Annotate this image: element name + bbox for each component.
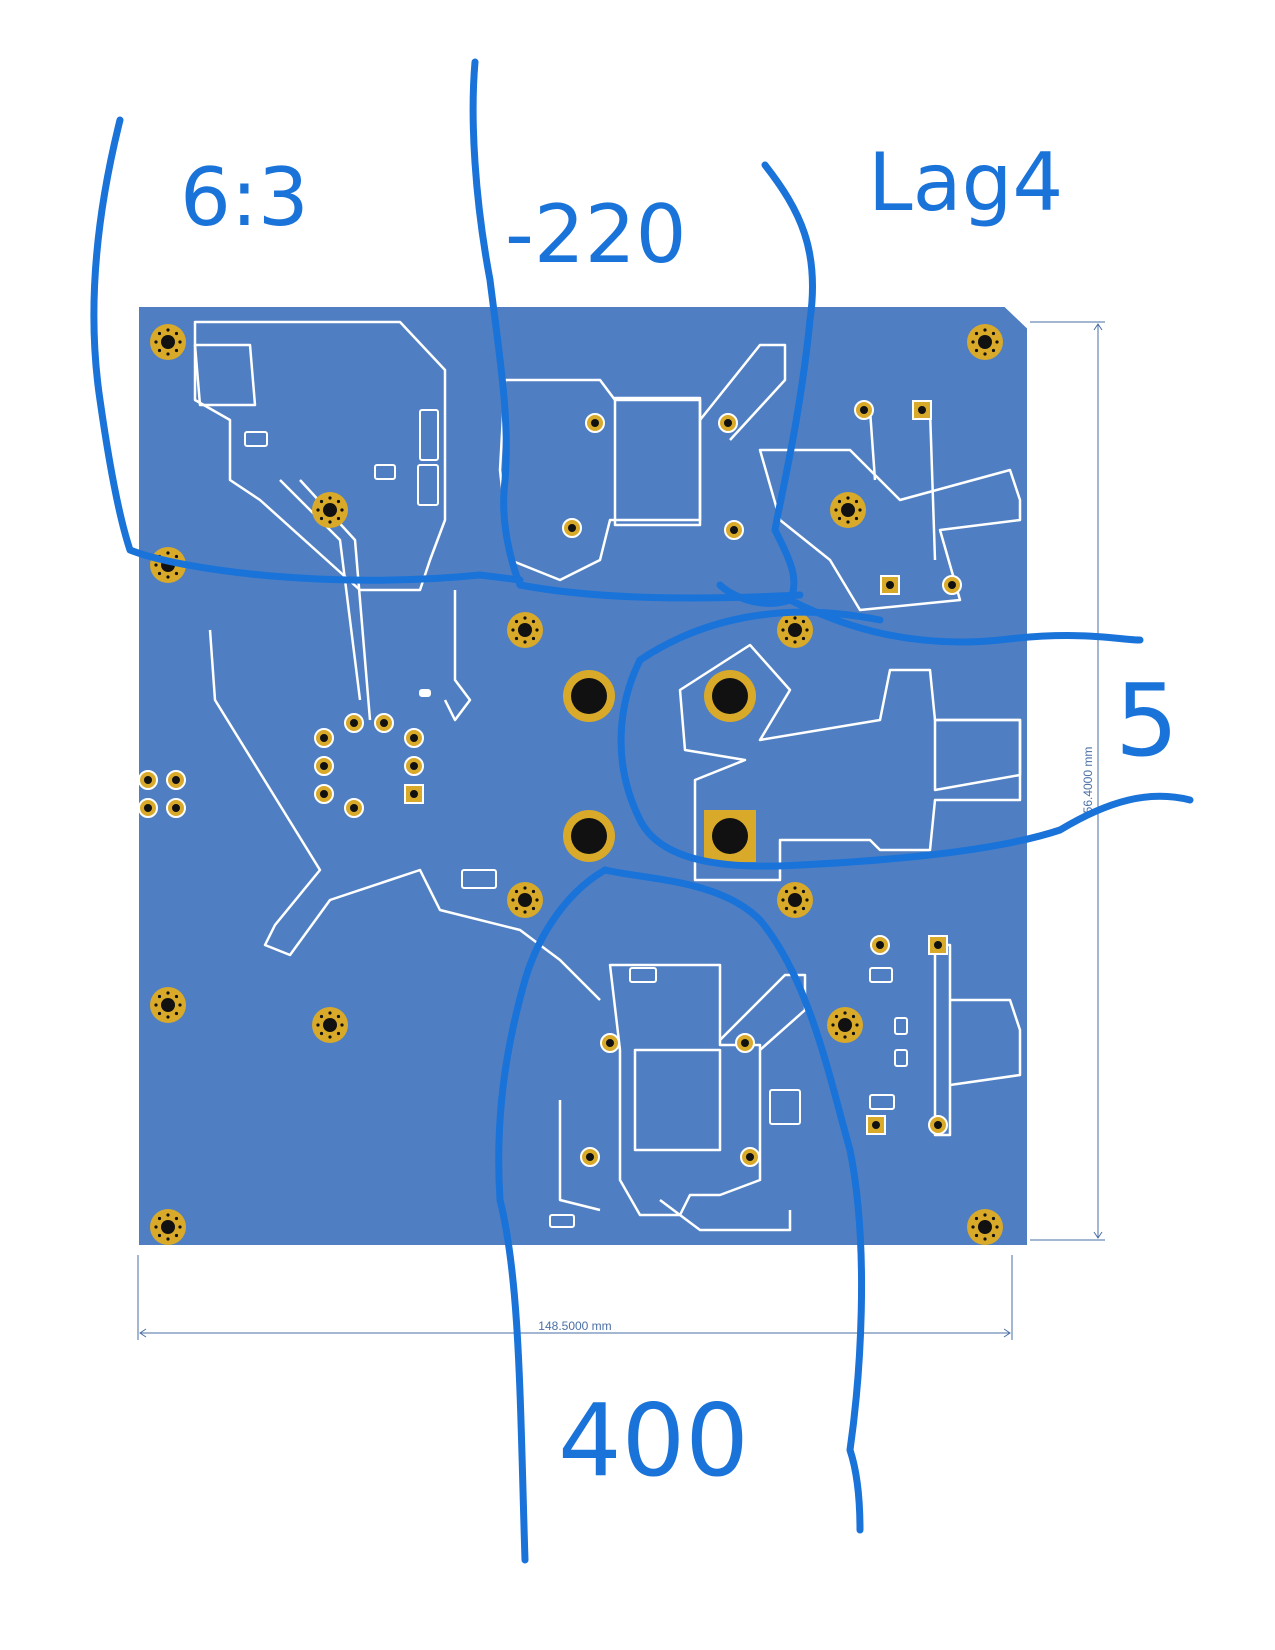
round-pad [404,728,424,748]
mounting-hole [312,492,348,528]
trace-connector-right [933,718,1022,792]
square-pad [404,784,424,804]
mounting-hole [150,324,186,360]
square-pad [880,575,900,595]
annotation-top-right: Lag4 [868,136,1063,229]
smd-pad [869,967,893,983]
round-pad [166,770,186,790]
terminal-hole [704,670,756,722]
smd-pads [244,409,908,1228]
square-pad [912,400,932,420]
smd-pad [419,689,431,697]
mounting-hole [150,1209,186,1245]
terminal-hole [563,810,615,862]
smd-pad [629,967,657,983]
trace-long-top [443,590,472,722]
mounting-hole [507,612,543,648]
round-pad [718,413,738,433]
round-pad [138,770,158,790]
mounting-holes [150,324,1003,1245]
divider-power-outline [617,608,1194,870]
trace-connector-bottom-right [949,998,1022,1087]
round-pad [374,713,394,733]
divider-bottom-left [495,866,609,1564]
round-pad [138,798,158,818]
mounting-hole [967,1209,1003,1245]
smd-pad [894,1017,908,1035]
terminal-square [704,810,756,862]
trace-diagonal-top [699,343,787,441]
divider-bottom-right [601,866,866,1534]
trace-trace-top-right [868,409,937,561]
smd-pad [769,1089,801,1125]
divider-left [90,116,524,584]
round-pad [942,575,962,595]
smd-pad [419,409,439,461]
mounting-hole [777,882,813,918]
round-pad [928,1115,948,1135]
trace-diagonal-bottom [719,973,807,1051]
annotation-right-middle: 5 [1115,662,1179,779]
handwritten-dividers [90,58,1194,1564]
annotation-top-center: -220 [505,188,687,281]
trace-ic-bottom [633,1048,722,1152]
square-pad [928,935,948,955]
divider-middle-right [786,596,1144,646]
smd-pad [374,464,396,480]
divider-top-right [716,161,816,607]
round-pad [740,1147,760,1167]
round-pad [166,798,186,818]
annotation-bottom: 400 [558,1382,749,1499]
divider-top-center [469,58,804,602]
round-pad [314,756,334,776]
round-pad [404,756,424,776]
round-pad [870,935,890,955]
power-terminals [563,670,756,862]
mounting-hole [827,1007,863,1043]
round-pad [735,1033,755,1053]
mounting-hole [967,324,1003,360]
round-pad [585,413,605,433]
dimension-height-label: 56.4000 mm [1081,747,1095,814]
round-pad [314,784,334,804]
trace-bottom-misc [558,1100,792,1232]
smd-pad [244,431,268,447]
round-pad [580,1147,600,1167]
pcb-traces [193,320,1022,1232]
smd-pad [461,869,497,889]
trace-region-top-right [758,448,1022,612]
square-pad [866,1115,886,1135]
round-pad [562,518,582,538]
trace-region-power [678,643,1022,882]
trace-connector-left [193,343,257,407]
trace-ic-top [613,396,702,527]
trace-region-upper-left [193,320,447,592]
round-pad [344,713,364,733]
mounting-hole [830,492,866,528]
round-pad [854,400,874,420]
dimension-width-label: 148.5000 mm [538,1319,611,1333]
trace-region-bottom-center [608,963,762,1217]
round-pad [314,728,334,748]
round-pad [600,1033,620,1053]
through-hole-pads [138,400,962,1167]
dimension-width [137,1255,1013,1340]
dimension-height [1030,321,1105,1241]
mounting-hole [312,1007,348,1043]
smd-pad [869,1094,895,1110]
trace-long-left [208,629,601,1001]
round-pad [724,520,744,540]
smd-pad [894,1049,908,1067]
round-pad [344,798,364,818]
mounting-hole [507,882,543,918]
mounting-hole [150,987,186,1023]
mounting-hole [777,612,813,648]
terminal-hole [563,670,615,722]
smd-pad [549,1214,575,1228]
annotation-top-left: 6:3 [180,151,309,244]
smd-pad [417,464,439,506]
